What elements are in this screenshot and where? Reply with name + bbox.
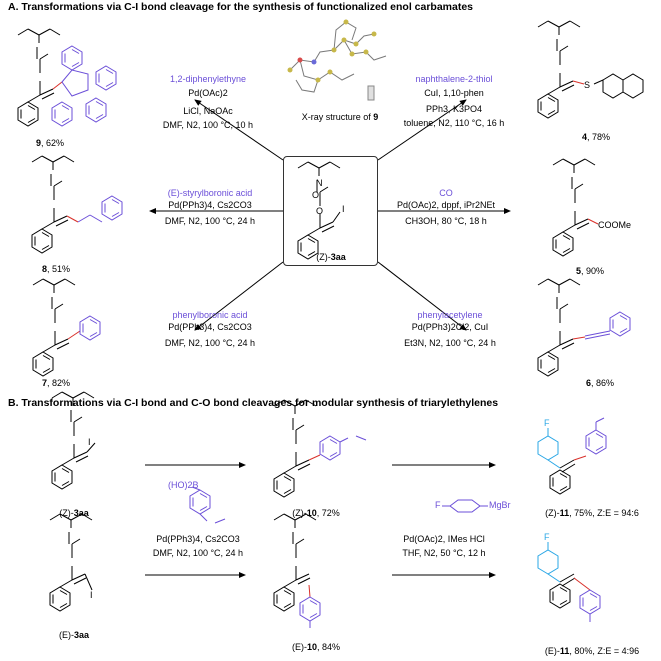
- product-6-label: 6, 86%: [585, 378, 615, 388]
- cond2-catalyst: Pd(OAc)2, IMes HCl: [403, 534, 485, 544]
- cond1-conditions: DMF, N2, 100 °C, 24 h: [152, 548, 244, 558]
- rxn9-catalyst: Pd(OAc)2: [188, 88, 228, 98]
- atom-n: N: [316, 178, 323, 188]
- rxn4-conditions: toluene, N2, 110 °C, 16 h: [403, 118, 505, 128]
- product-6-structure: [537, 278, 631, 377]
- rxn8-reagent: (E)-styrylboronic acid: [167, 188, 253, 198]
- boronic-reagent-structure: [189, 486, 226, 524]
- xray-caption: X-ray structure of 9: [301, 112, 379, 122]
- rxn5-reagent: CO: [439, 188, 453, 198]
- atom-i: I: [342, 204, 345, 214]
- e11-label: (E)-11, 80%, Z:E = 4:96: [544, 646, 640, 656]
- atom-i: I: [88, 437, 91, 447]
- reaction-arrows-a: [149, 99, 511, 331]
- rxn4-catalyst: CuI, 1,10-phen: [424, 88, 484, 98]
- sm-z-label: (Z)-3aa: [59, 508, 89, 518]
- atom-f: F: [435, 500, 441, 510]
- e10-label: (E)-10, 84%: [291, 642, 341, 652]
- center-substrate-box: [283, 156, 378, 266]
- sm-z-3aa-structure: [51, 391, 96, 490]
- z11-structure: [537, 417, 607, 495]
- z11-label: (Z)-11, 75%, Z:E = 94:6: [545, 508, 639, 518]
- product-4-label: 4, 78%: [581, 132, 611, 142]
- product-5-structure: [552, 158, 599, 257]
- rxn6-conditions: Et3N, N2, 100 °C, 24 h: [404, 338, 496, 348]
- rxn7-reagent: phenylboronic acid: [172, 310, 248, 320]
- rxn4-reagent: naphthalene-2-thiol: [415, 74, 493, 84]
- product-5-label: 5, 90%: [575, 266, 605, 276]
- rxn7-conditions: DMF, N2, 100 °C, 24 h: [164, 338, 256, 348]
- rxn8-conditions: DMF, N2, 100 °C, 24 h: [164, 216, 256, 226]
- product-9-structure: [17, 28, 117, 127]
- atom-o: O: [312, 190, 320, 200]
- rxn8-catalyst: Pd(PPh3)4, Cs2CO3: [168, 200, 252, 210]
- z10-label: (Z)-10, 72%: [292, 508, 340, 518]
- product-4-structure: [537, 20, 644, 119]
- center-3aa-structure: [297, 161, 341, 260]
- xray-structure-image: [287, 19, 387, 101]
- product-7-structure: [32, 278, 101, 377]
- rxn9-additives: LiCl, NaOAc: [183, 106, 233, 116]
- product-7-label: 7, 82%: [41, 378, 71, 388]
- section-a-title: A. Transformations via C-I bond cleavage…: [8, 1, 474, 13]
- z10-structure: [273, 399, 367, 498]
- atom-i: I: [90, 590, 93, 600]
- product-8-structure: [31, 155, 123, 254]
- rxn5-conditions: CH3OH, 80 °C, 18 h: [405, 216, 487, 226]
- cond2-conditions: THF, N2, 50 °C, 12 h: [402, 548, 486, 558]
- section-b-title: B. Transformations via C-I bond and C-O …: [8, 397, 499, 409]
- rxn6-catalyst: Pd(PPh3)2Cl2, CuI: [411, 322, 489, 332]
- grignard-reagent-label: MgBr: [489, 500, 511, 510]
- boronic-reagent-label: (HO)2B: [168, 480, 199, 490]
- rxn5-catalyst: Pd(OAc)2, dppf, iPr2NEt: [396, 200, 496, 210]
- cond1-catalyst: Pd(PPh3)4, Cs2CO3: [156, 534, 240, 544]
- e10-structure: [273, 513, 321, 628]
- rxn9-conditions: DMF, N2, 100 °C, 10 h: [162, 120, 254, 130]
- atom-s: S: [584, 80, 591, 90]
- e11-structure: [537, 542, 601, 622]
- atom-o: O: [316, 206, 324, 216]
- sm-e-3aa-structure: [49, 513, 93, 612]
- sm-e-label: (E)-3aa: [58, 630, 90, 640]
- rxn6-reagent: phenylacetylene: [417, 310, 483, 320]
- atom-f: F: [544, 532, 550, 542]
- grignard-reagent-structure: [442, 499, 488, 513]
- atom-f: F: [544, 418, 550, 428]
- product-5-substituent: COOMe: [598, 220, 632, 230]
- product-8-label: 8, 51%: [41, 264, 71, 274]
- center-compound-label: (Z)-3aa: [316, 252, 346, 262]
- rxn7-catalyst: Pd(PPh3)4, Cs2CO3: [168, 322, 252, 332]
- rxn9-reagent: 1,2-diphenylethyne: [169, 74, 247, 84]
- product-9-label: 9, 62%: [35, 138, 65, 148]
- rxn4-base: PPh3, K3PO4: [425, 104, 483, 114]
- reaction-arrows-b: [145, 462, 496, 578]
